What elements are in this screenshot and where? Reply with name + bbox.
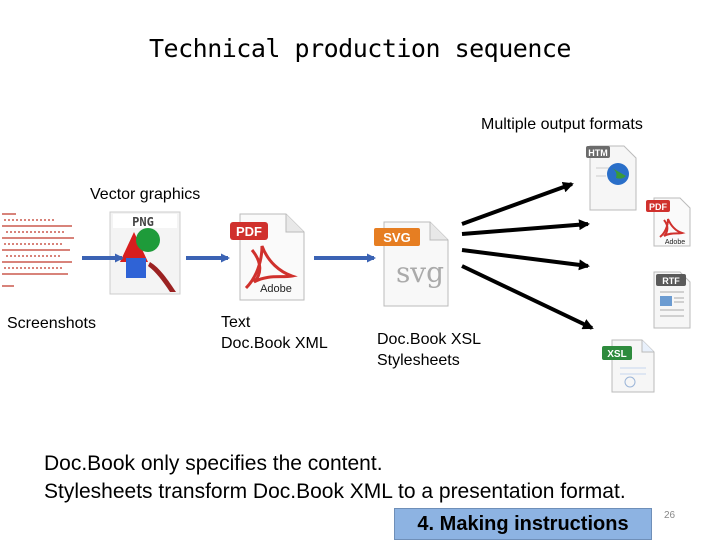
arrow-to-rtf	[461, 248, 590, 271]
vector-graphics-label: Vector graphics	[90, 186, 201, 203]
rtf-label: RTF	[662, 276, 680, 286]
htm-label: HTM	[588, 148, 608, 158]
pdf-small-icon: PDF Adobe	[646, 197, 691, 247]
body-text: Doc.Book only specifies the content. Sty…	[44, 452, 626, 503]
page-number: 26	[664, 510, 676, 521]
slide-title: Technical production sequence	[149, 34, 572, 63]
section-badge: 4. Making instructions	[394, 508, 652, 540]
svg-icon: SVG svg	[374, 221, 449, 307]
arrow-to-xsl	[461, 264, 594, 330]
text-docbook-label: Text Doc.Book XML	[221, 314, 328, 352]
pdf-icon: PDF Adobe	[230, 213, 305, 301]
svg-tag-label: SVG	[383, 230, 410, 245]
png-label: PNG	[132, 215, 154, 229]
arrow-to-pdf	[461, 219, 590, 236]
xsl-label: XSL	[607, 349, 626, 360]
pdf-small-adobe-label: Adobe	[665, 239, 685, 246]
output-formats-label: Multiple output formats	[481, 116, 643, 133]
screenshot-thumbnail	[2, 213, 74, 287]
pdf-adobe-label: Adobe	[260, 283, 292, 295]
arrow-to-htm	[461, 181, 574, 226]
xsl-stylesheets-label: Doc.Book XSL Stylesheets	[377, 331, 482, 369]
rtf-icon: RTF	[653, 271, 691, 329]
pdf-small-label: PDF	[649, 202, 668, 212]
htm-icon: HTM	[586, 145, 637, 211]
screenshots-label: Screenshots	[7, 315, 96, 332]
xsl-icon: XSL	[602, 339, 655, 393]
pdf-label: PDF	[236, 224, 262, 239]
svg-big-label: svg	[396, 256, 444, 289]
png-icon: PNG	[109, 211, 181, 295]
